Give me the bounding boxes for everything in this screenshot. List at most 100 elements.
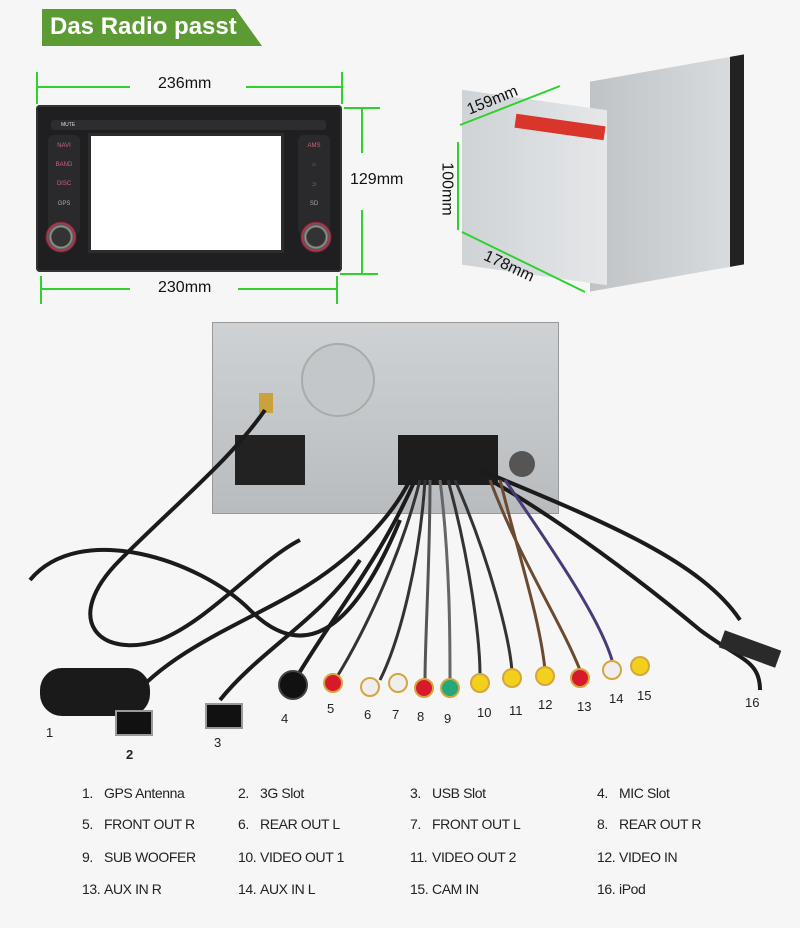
legend-item: 5. FRONT OUT R [82, 816, 195, 832]
gps-antenna [40, 668, 150, 716]
legend-item: 11.VIDEO OUT 2 [410, 849, 516, 865]
legend-number: 5. [82, 816, 93, 832]
radio-top-bar: MUTE [51, 120, 326, 130]
gps-connector [259, 393, 273, 413]
legend-number: 1. [82, 785, 93, 801]
back-button[interactable]: ⊃ [311, 182, 317, 188]
legend-item: 13.AUX IN R [82, 881, 162, 897]
home-button[interactable]: ⌂ [312, 162, 316, 168]
radio-screen [88, 133, 284, 253]
legend-number: 12. [597, 849, 616, 865]
rca-front-out-r [323, 673, 343, 693]
legend-label: VIDEO OUT 1 [260, 849, 345, 865]
legend-label: SUB WOOFER [104, 849, 196, 865]
callout-2: 2 [126, 747, 134, 762]
legend-item: 16.iPod [597, 881, 646, 897]
legend-number: 8. [597, 816, 608, 832]
rca-rear-out-r [414, 678, 434, 698]
title-banner: Das Radio passt [42, 9, 262, 46]
legend-number: 10. [238, 849, 257, 865]
width-top-label: 236mm [158, 75, 212, 92]
callout-4: 4 [281, 711, 289, 726]
legend-label: VIDEO IN [619, 849, 678, 865]
legend-number: 16. [597, 881, 616, 897]
legend-item: 10.VIDEO OUT 1 [238, 849, 344, 865]
navi-button[interactable]: NAVI [57, 143, 71, 149]
vent-emblem [301, 343, 375, 417]
callout-8: 8 [417, 709, 425, 724]
tune-knob[interactable] [300, 221, 332, 253]
callout-11: 11 [509, 703, 523, 718]
legend-number: 15. [410, 881, 429, 897]
callout-14: 14 [609, 691, 624, 706]
rca-rear-out-l [360, 677, 380, 697]
legend-label: USB Slot [432, 785, 486, 801]
volume-knob[interactable] [45, 221, 77, 253]
legend-label: AUX IN L [260, 881, 316, 897]
legend-item: 15.CAM IN [410, 881, 479, 897]
legend-item: 2. 3G Slot [238, 785, 304, 801]
legend-item: 4. MIC Slot [597, 785, 670, 801]
legend-number: 3. [410, 785, 421, 801]
legend-item: 3. USB Slot [410, 785, 486, 801]
legend-number: 14. [238, 881, 257, 897]
callout-3: 3 [214, 735, 222, 750]
callout-10: 10 [477, 705, 492, 720]
height-label: 129mm [350, 171, 404, 188]
sd-button[interactable]: SD [309, 201, 319, 207]
left-button-column: NAVI BAND DISC GPS [48, 135, 80, 235]
rca-cam-in [630, 656, 650, 676]
rca-video-out-1 [470, 673, 490, 693]
rca-front-out-l [388, 673, 408, 693]
callout-1: 1 [46, 725, 54, 740]
iso-connector [235, 435, 305, 485]
radio-front: MUTE NAVI BAND DISC GPS AMS ⌂ ⊃ SD [36, 105, 342, 272]
legend-item: 1. GPS Antenna [82, 785, 185, 801]
legend-item: 9. SUB WOOFER [82, 849, 196, 865]
rca-video-out-2 [502, 668, 522, 688]
legend-label: VIDEO OUT 2 [432, 849, 517, 865]
legend-label: REAR OUT L [260, 816, 340, 832]
legend-label: REAR OUT R [619, 816, 702, 832]
ams-button[interactable]: AMS [307, 143, 321, 149]
legend-number: 13. [82, 881, 101, 897]
legend-item: 14.AUX IN L [238, 881, 316, 897]
callout-7: 7 [392, 707, 400, 722]
box-dimension-lines [457, 85, 586, 293]
callout-5: 5 [327, 701, 335, 716]
callout-13: 13 [577, 699, 592, 714]
legend-label: iPod [619, 881, 646, 897]
legend-label: FRONT OUT L [432, 816, 521, 832]
rca-video-in [535, 666, 555, 686]
callout-6: 6 [364, 707, 372, 722]
width-bottom-label: 230mm [158, 279, 212, 296]
callout-15: 15 [637, 688, 652, 703]
legend-number: 11. [410, 849, 428, 865]
legend-label: CAM IN [432, 881, 479, 897]
legend-item: 7. FRONT OUT L [410, 816, 521, 832]
legend-number: 9. [82, 849, 93, 865]
legend-label: MIC Slot [619, 785, 670, 801]
cable-bundle [28, 408, 762, 702]
legend-number: 4. [597, 785, 608, 801]
banner-title: Das Radio passt [50, 13, 237, 40]
legend-item: 12.VIDEO IN [597, 849, 678, 865]
rca-aux-in-r [570, 668, 590, 688]
gps-button[interactable]: GPS [57, 201, 71, 207]
disc-button[interactable]: DISC [56, 181, 72, 187]
callout-12: 12 [538, 697, 553, 712]
3g-usb-port [115, 710, 153, 736]
legend-number: 6. [238, 816, 249, 832]
mic-jack [278, 670, 308, 700]
callout-16: 16 [745, 695, 760, 710]
legend-label: 3G Slot [260, 785, 304, 801]
rca-subwoofer [440, 678, 460, 698]
legend-item: 6. REAR OUT L [238, 816, 340, 832]
rca-aux-in-l [602, 660, 622, 680]
legend-label: FRONT OUT R [104, 816, 195, 832]
legend-number: 7. [410, 816, 421, 832]
legend-number: 2. [238, 785, 249, 801]
legend-label: GPS Antenna [104, 785, 185, 801]
band-button[interactable]: BAND [55, 162, 73, 168]
usb-port [205, 703, 243, 729]
